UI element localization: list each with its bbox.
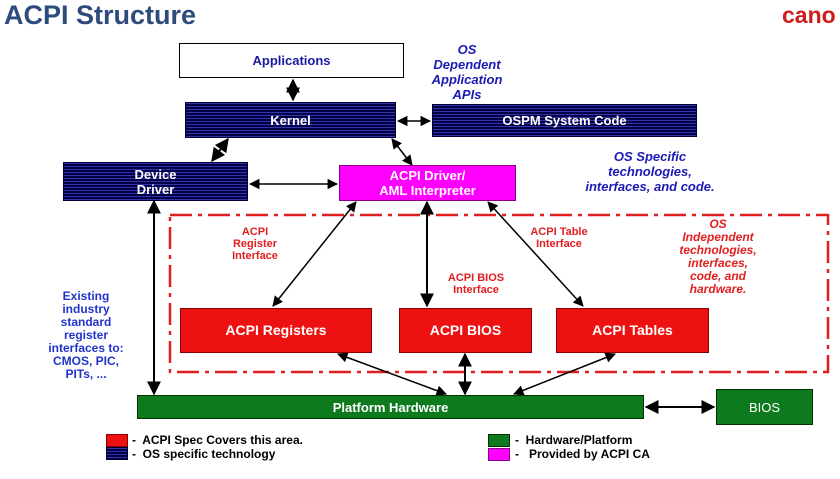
platform-hardware-label: Platform Hardware (332, 399, 449, 415)
os-specific-note: OS Specific technologies, interfaces, an… (530, 149, 770, 194)
applications-box: Applications (179, 43, 404, 78)
legend-green-text: - Hardware/Platform (515, 433, 633, 447)
acpi-registers-box: ACPI Registers (180, 308, 372, 353)
os-dependent-line-3: Application (431, 72, 503, 87)
page-title: ACPI Structure (4, 0, 197, 30)
applications-label: Applications (252, 53, 331, 68)
ospm-label: OSPM System Code (502, 113, 627, 128)
os-dependent-line-4: APIs (452, 87, 482, 102)
bios-interface-line-2: Interface (453, 284, 499, 296)
ospm-system-code-box: OSPM System Code (432, 104, 697, 137)
existing-line-6: CMOS, PIC, (52, 354, 119, 368)
register-interface-line-2: Register (232, 238, 278, 250)
legend-red-text: - ACPI Spec Covers this area. (132, 433, 303, 447)
existing-line-1: Existing (62, 289, 110, 303)
os-independent-line-6: hardware. (689, 282, 747, 296)
existing-line-2: industry (62, 302, 110, 316)
arrow-kernel-devicedriver (211, 137, 229, 163)
os-independent-boundary (168, 213, 830, 374)
register-interface-note: ACPI Register Interface (225, 226, 285, 262)
acpi-driver-line-2: AML Interpreter (379, 183, 476, 198)
os-specific-line-2: technologies, (608, 164, 692, 179)
legend-navy-text: - OS specific technology (132, 447, 276, 461)
arrow-registers-hardware (337, 352, 447, 396)
register-interface-line-1: ACPI (241, 226, 269, 238)
bios-box: BIOS (716, 389, 813, 425)
arrow-tables-hardware (513, 352, 616, 396)
device-driver-line-1: Device (134, 166, 177, 182)
register-interface-line-3: Interface (232, 250, 278, 262)
arrow-acpidriver-registers (272, 201, 357, 307)
legend-navy-swatch (106, 447, 128, 460)
acpi-registers-label: ACPI Registers (225, 322, 327, 338)
table-interface-note: ACPI Table Interface (524, 226, 594, 250)
acpi-bios-box: ACPI BIOS (399, 308, 532, 353)
acpi-bios-label: ACPI BIOS (429, 322, 502, 338)
existing-interfaces-note: Existing industry standard register inte… (38, 290, 134, 381)
os-dependent-line-1: OS (457, 42, 477, 57)
bios-interface-note: ACPI BIOS Interface (434, 272, 518, 296)
legend-pink-text: - Provided by ACPI CA (515, 447, 650, 461)
os-specific-line-1: OS Specific (613, 149, 687, 164)
existing-line-7: PITs, ... (65, 367, 107, 381)
device-driver-box: Device Driver (63, 162, 248, 201)
os-independent-line-2: Independent (682, 230, 754, 244)
os-independent-line-5: code, and (689, 269, 746, 283)
existing-line-4: register (63, 328, 109, 342)
kernel-box: Kernel (185, 102, 396, 138)
os-independent-line-3: technologies, (679, 243, 757, 257)
bios-label: BIOS (748, 399, 781, 415)
platform-hardware-box: Platform Hardware (137, 395, 644, 419)
acpi-tables-label: ACPI Tables (592, 322, 673, 338)
existing-line-3: standard (60, 315, 112, 329)
legend-green-swatch (488, 434, 510, 447)
os-independent-line-1: OS (709, 217, 727, 231)
brand-logo: cano (782, 2, 836, 28)
acpi-driver-box: ACPI Driver/ AML Interpreter (339, 165, 516, 201)
bios-interface-line-1: ACPI BIOS (447, 272, 505, 284)
acpi-driver-line-1: ACPI Driver/ (389, 168, 466, 183)
os-specific-line-3: interfaces, and code. (585, 179, 715, 194)
arrow-kernel-acpidriver (391, 138, 413, 166)
table-interface-line-2: Interface (536, 238, 582, 250)
legend-pink-swatch (488, 448, 510, 461)
table-interface-line-1: ACPI Table (530, 226, 588, 238)
kernel-label: Kernel (270, 112, 311, 128)
device-driver-line-2: Driver (136, 181, 175, 197)
os-dependent-note: OS Dependent Application APIs (412, 42, 522, 102)
legend-red-swatch (106, 434, 128, 447)
os-dependent-line-2: Dependent (433, 57, 501, 72)
os-independent-line-4: interfaces, (687, 256, 749, 270)
os-independent-note: OS Independent technologies, interfaces,… (668, 218, 768, 296)
acpi-tables-box: ACPI Tables (556, 308, 709, 353)
existing-line-5: interfaces to: (48, 341, 124, 355)
arrow-acpidriver-tables (487, 201, 584, 307)
